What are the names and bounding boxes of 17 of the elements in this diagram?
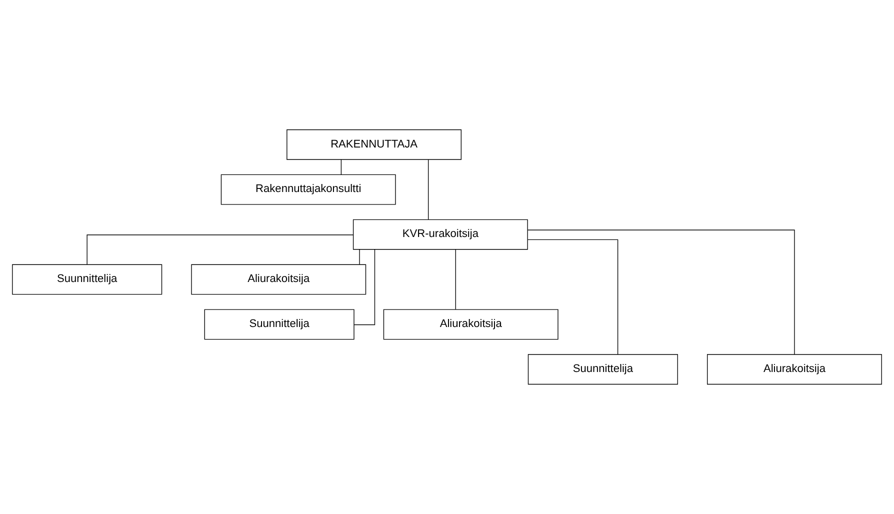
connector	[86, 234, 354, 265]
node-box: Aliurakoitsija	[191, 264, 366, 295]
connector	[354, 249, 376, 326]
node-box: Aliurakoitsija	[707, 354, 882, 385]
node-box: RAKENNUTTAJA	[286, 129, 462, 160]
connector	[359, 249, 360, 265]
node-box: Suunnittelija	[12, 264, 162, 295]
connector	[527, 239, 618, 355]
connector	[455, 249, 456, 310]
node-box: Suunnittelija	[204, 309, 354, 340]
connector	[428, 159, 429, 220]
node-box: Rakennuttajakonsultti	[220, 174, 396, 205]
node-box: KVR-urakoitsija	[352, 219, 528, 250]
connector	[340, 159, 342, 175]
node-box: Aliurakoitsija	[383, 309, 558, 340]
connector	[527, 230, 795, 355]
node-box: Suunnittelija	[528, 354, 678, 385]
